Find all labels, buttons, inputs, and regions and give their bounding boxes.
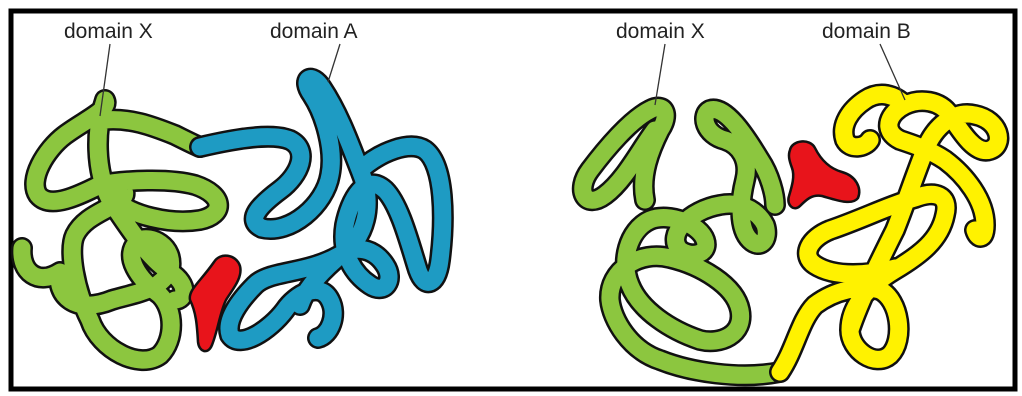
ligand-right (787, 140, 861, 210)
leader-domain-a (327, 43, 341, 83)
leader-domain-x-left (99, 43, 111, 117)
domain-b-chain (769, 83, 1010, 383)
domain-x-chain-right (571, 96, 791, 387)
ligand-left (188, 254, 242, 353)
label-domain-b: domain B (822, 20, 911, 43)
label-domain-x-right: domain X (616, 20, 705, 43)
leader-domain-x-right (654, 43, 666, 106)
figure-frame (8, 8, 1018, 392)
panel-right: domain X domain B (571, 20, 1010, 387)
domain-a-chain (189, 67, 454, 352)
panel-left: domain X domain A (10, 20, 454, 371)
domain-x-fill-right (574, 99, 789, 384)
domain-x-chain-left (10, 89, 230, 371)
domain-b-fill (771, 86, 1007, 381)
leader-domain-b (879, 43, 906, 101)
label-domain-x-left: domain X (64, 20, 153, 43)
domain-a-fill (191, 70, 452, 349)
label-domain-a: domain A (270, 20, 358, 43)
